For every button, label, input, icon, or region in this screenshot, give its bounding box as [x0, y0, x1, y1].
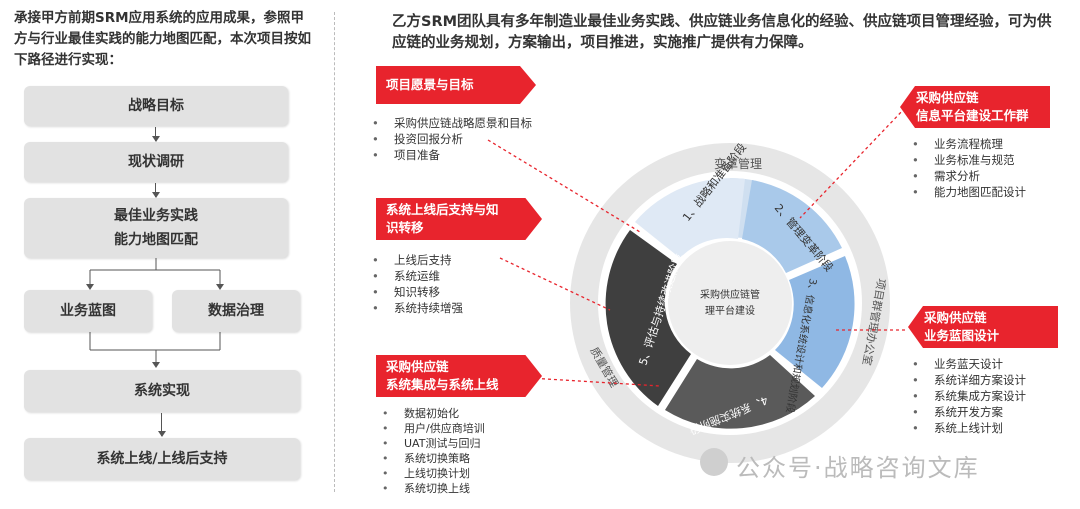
- list-item: 数据初始化: [376, 406, 485, 421]
- connector-lines: [86, 258, 224, 368]
- list-item: 系统运维: [366, 268, 463, 284]
- tag-project-vision: 项目愿景与目标: [376, 66, 536, 104]
- step-research: 现状调研: [24, 142, 288, 182]
- list-blueprint-design: 业务蓝天设计 系统详细方案设计 系统集成方案设计 系统开发方案 系统上线计划: [906, 356, 1026, 436]
- right-intro-text: 乙方SRM团队具有多年制造业最佳业务实践、供应链业务信息化的经验、供应链项目管理…: [392, 14, 1052, 51]
- tag-post-golive: 系统上线后支持与知 识转移: [376, 198, 542, 240]
- list-item: 上线切换计划: [376, 466, 485, 481]
- list-item: 投资回报分析: [366, 131, 532, 147]
- step-best-practice-line1: 最佳业务实践: [114, 208, 198, 224]
- list-item: 用户/供应商培训: [376, 421, 485, 436]
- list-item: 系统切换上线: [376, 481, 485, 496]
- arrow-down: [152, 183, 160, 198]
- center-label-1: 采购供应链管: [700, 288, 760, 301]
- segment-1: [635, 178, 745, 258]
- wechat-icon: [700, 448, 728, 476]
- list-item: 系统集成方案设计: [906, 388, 1026, 404]
- list-item: 系统上线计划: [906, 420, 1026, 436]
- tag-integration-golive: 采购供应链 系统集成与系统上线: [376, 355, 542, 397]
- step-implement: 系统实现: [24, 370, 300, 412]
- tag-line: 系统上线后支持与知: [386, 202, 499, 217]
- list-item: 系统详细方案设计: [906, 372, 1026, 388]
- step-best-practice-line2: 能力地图匹配: [114, 232, 198, 248]
- ring-label-change: 变革管理: [714, 156, 762, 171]
- arrow-down: [158, 413, 166, 437]
- segment-5: [605, 230, 691, 406]
- step-blueprint: 业务蓝图: [24, 290, 152, 332]
- segment-2: [742, 180, 842, 273]
- list-item: 上线后支持: [366, 252, 463, 268]
- list-info-platform: 业务流程梳理 业务标准与规范 需求分析 能力地图匹配设计: [906, 136, 1026, 200]
- step-data-governance: 数据治理: [172, 290, 300, 332]
- left-intro-text: 承接甲方前期SRM应用系统的应用成果，参照甲方与行业最佳实践的能力地图匹配，本次…: [14, 10, 311, 68]
- wheel-segments: [605, 178, 855, 429]
- step-strategy: 战略目标: [24, 86, 288, 126]
- segment-4: [665, 355, 815, 429]
- tag-line: 识转移: [386, 220, 424, 235]
- list-item: 业务标准与规范: [906, 152, 1026, 168]
- watermark-text: 公众号·战略咨询文库: [736, 454, 980, 482]
- tag-line: 信息平台建设工作群: [916, 108, 1029, 123]
- list-item: 能力地图匹配设计: [906, 184, 1026, 200]
- list-item: 系统持续增强: [366, 300, 463, 316]
- phase-wheel: 采购供应链管 理平台建设 1、战略和准备阶段 2、管理变革阶段 3、信息化系统设…: [570, 140, 890, 463]
- list-post-golive: 上线后支持 系统运维 知识转移 系统持续增强: [366, 252, 463, 316]
- tag-line: 业务蓝图设计: [924, 328, 1000, 343]
- list-item: 知识转移: [366, 284, 463, 300]
- center-label-2: 理平台建设: [705, 304, 755, 317]
- list-item: 需求分析: [906, 168, 1026, 184]
- tag-blueprint-design: 采购供应链 业务蓝图设计: [908, 306, 1058, 348]
- tag-line: 系统集成与系统上线: [386, 377, 499, 392]
- tag-line: 采购供应链: [386, 359, 449, 374]
- segment-3: [775, 256, 855, 388]
- list-integration-golive: 数据初始化 用户/供应商培训 UAT测试与回归 系统切换策略 上线切换计划 系统…: [376, 406, 485, 496]
- tag-line: 采购供应链: [924, 310, 987, 325]
- list-item: 采购供应链战略愿景和目标: [366, 115, 532, 131]
- step-golive: 系统上线/上线后支持: [24, 438, 300, 480]
- center-circle: [668, 241, 792, 365]
- step-best-practice: 最佳业务实践 能力地图匹配: [24, 198, 288, 258]
- list-item: 业务蓝天设计: [906, 356, 1026, 372]
- tag-info-platform: 采购供应链 信息平台建设工作群: [900, 86, 1050, 128]
- column-divider: [334, 12, 335, 492]
- tag-line: 采购供应链: [916, 90, 979, 105]
- list-item: 项目准备: [366, 147, 532, 163]
- list-item: 业务流程梳理: [906, 136, 1026, 152]
- list-item: 系统开发方案: [906, 404, 1026, 420]
- list-item: UAT测试与回归: [376, 436, 485, 451]
- list-project-vision: 采购供应链战略愿景和目标 投资回报分析 项目准备: [366, 115, 532, 163]
- arrow-down: [152, 127, 160, 142]
- list-item: 系统切换策略: [376, 451, 485, 466]
